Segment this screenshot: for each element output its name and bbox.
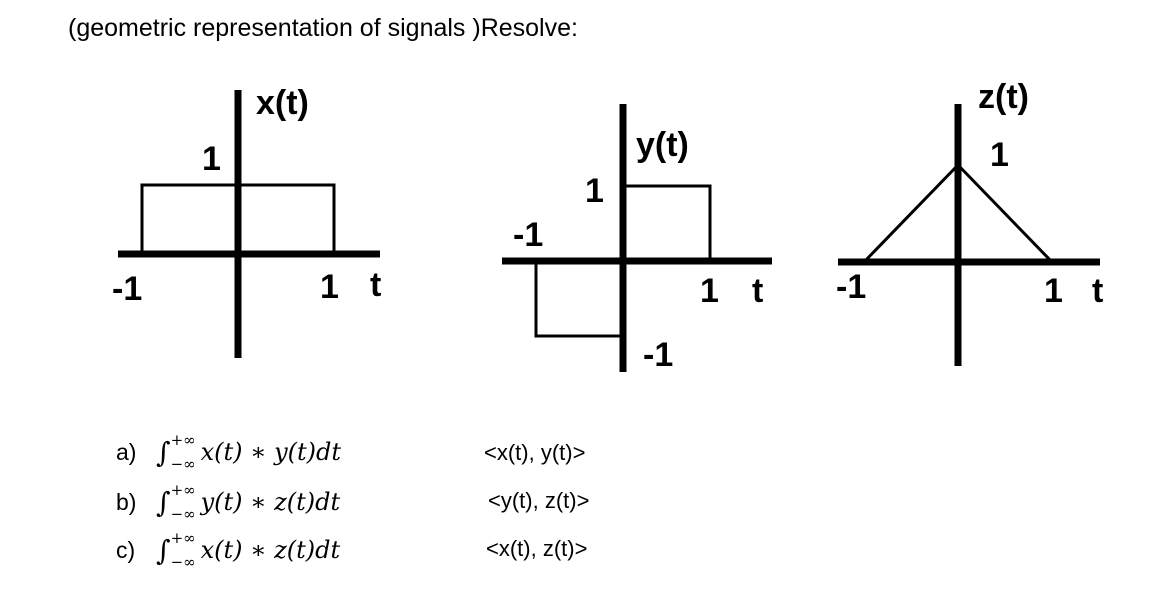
- y-tick-label-pos: 1: [202, 140, 221, 178]
- x-tick-label-neg: -1: [836, 268, 866, 306]
- upper-limit: +∞: [170, 528, 196, 547]
- x-tick-label-pos: 1: [320, 268, 339, 306]
- integral-sign: ∫: [156, 486, 171, 519]
- y-tick-label-pos: 1: [585, 172, 604, 210]
- question-c: c) ∫+∞ −∞x(t) ∗ z(t)dt: [116, 528, 341, 571]
- inner-product-b: <y(t), z(t)>: [488, 488, 590, 513]
- integral-sign: ∫: [156, 534, 171, 567]
- integrand: y(t) ∗ z(t)dt: [200, 488, 341, 516]
- signal-line: [534, 184, 712, 338]
- x-tick-label-pos: 1: [700, 272, 719, 310]
- question-letter: c): [116, 537, 136, 563]
- integrand: x(t) ∗ z(t)dt: [200, 536, 341, 564]
- integrand: x(t) ∗ y(t)dt: [200, 438, 342, 466]
- lower-limit: −∞: [170, 504, 196, 523]
- x-axis-label: t: [752, 272, 763, 310]
- question-a: a) ∫+∞ −∞x(t) ∗ y(t)dt: [116, 430, 342, 473]
- y-tick-label-pos: 1: [990, 136, 1009, 174]
- signal-line: [862, 162, 1054, 264]
- signal-line: [140, 183, 336, 254]
- lower-limit: −∞: [170, 454, 196, 473]
- chart-title: z(t): [978, 78, 1029, 116]
- question-letter: b): [116, 489, 137, 515]
- x-axis-label: t: [1092, 272, 1103, 310]
- question-b: b) ∫+∞ −∞y(t) ∗ z(t)dt: [116, 480, 341, 523]
- chart-title: x(t): [256, 84, 309, 122]
- upper-limit: +∞: [170, 480, 196, 499]
- upper-limit: +∞: [170, 430, 196, 449]
- page-title: (geometric representation of signals )Re…: [68, 14, 578, 42]
- x-tick-label-neg: -1: [112, 270, 142, 308]
- integral-sign: ∫: [156, 436, 171, 469]
- x-tick-label-pos: 1: [1044, 272, 1063, 310]
- lower-limit: −∞: [170, 552, 196, 571]
- inner-product-a: <x(t), y(t)>: [484, 440, 586, 465]
- question-letter: a): [116, 439, 137, 465]
- y-tick-label-neg: -1: [643, 336, 673, 374]
- inner-product-c: <x(t), z(t)>: [486, 536, 588, 561]
- chart-title: y(t): [636, 126, 689, 164]
- x-tick-label-neg: -1: [513, 216, 543, 254]
- x-axis-label: t: [370, 266, 381, 304]
